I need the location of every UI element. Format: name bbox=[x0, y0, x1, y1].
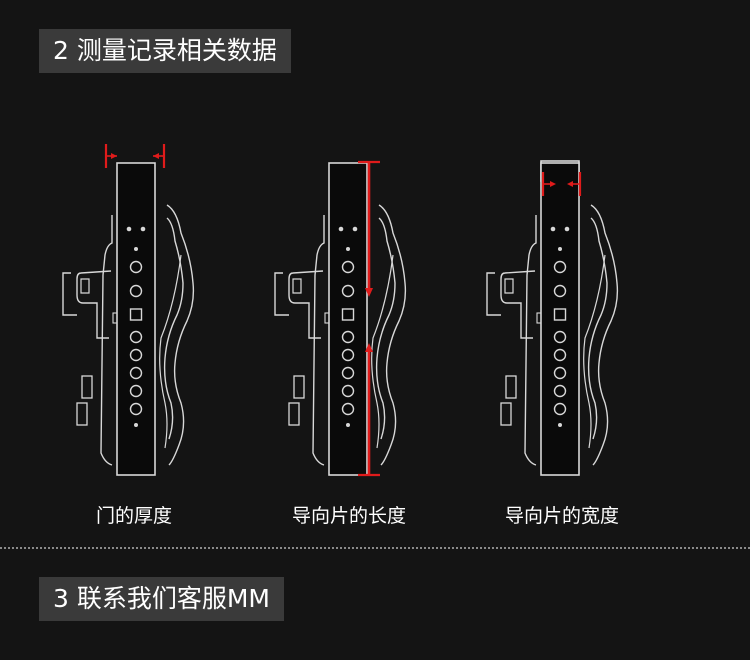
section-heading-measure: 2 测量记录相关数据 bbox=[39, 29, 291, 73]
width-marker bbox=[541, 172, 582, 196]
caption-guide-plate-length: 导向片的长度 bbox=[291, 505, 407, 527]
diagram-guide-plate-length bbox=[274, 162, 407, 476]
caption-door-thickness: 门的厚度 bbox=[95, 505, 173, 527]
thickness-marker bbox=[104, 144, 166, 168]
lock-diagrams bbox=[62, 144, 619, 477]
section-divider bbox=[0, 547, 750, 549]
caption-guide-plate-width: 导向片的宽度 bbox=[504, 505, 620, 527]
section-heading-contact: 3 联系我们客服MM bbox=[39, 577, 284, 621]
diagram-door-thickness bbox=[62, 162, 195, 476]
length-marker bbox=[358, 160, 380, 477]
diagram-guide-plate-width bbox=[486, 160, 619, 476]
